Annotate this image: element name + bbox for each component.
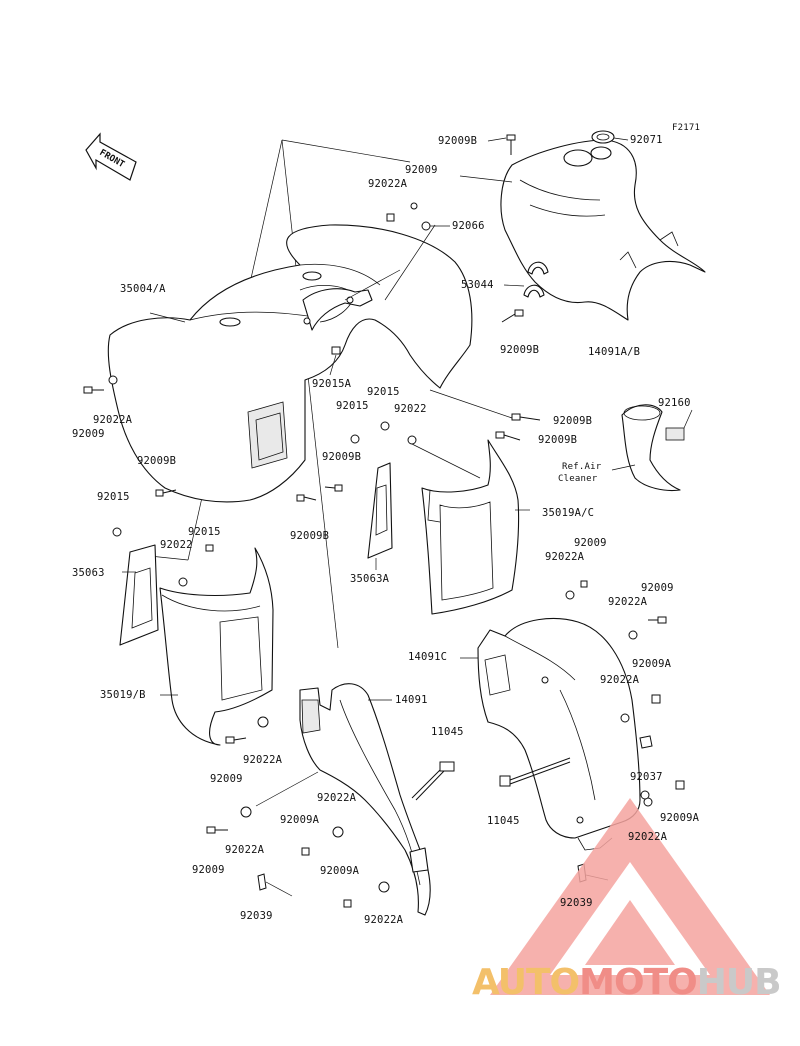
part-label: 92022A (545, 551, 585, 563)
part-label: 35004/A (120, 283, 166, 295)
front-arrow-icon: FRONT (85, 132, 137, 181)
part-label: 92015 (367, 386, 400, 398)
part-label: 92022A (628, 831, 668, 843)
part-label: 92009 (192, 864, 225, 876)
part-label: 92022A (243, 754, 283, 766)
part-label: 35063 (72, 567, 105, 579)
part-label: 92009B (322, 451, 362, 463)
bolt-part (206, 716, 390, 908)
clip-part (421, 221, 450, 231)
grommet-part (591, 130, 629, 144)
nut-part (178, 544, 214, 587)
part-label: 92039 (240, 910, 273, 922)
part-label: 35063A (350, 573, 390, 585)
part-label: 53044 (461, 279, 494, 291)
part-label: 92015 (336, 400, 369, 412)
band-part (503, 261, 549, 298)
part-label: 92160 (658, 397, 691, 409)
part-label: 92009B (500, 344, 540, 356)
part-label: 92009A (280, 814, 320, 826)
part-label: 92071 (630, 134, 663, 146)
tank-cover-part (459, 139, 706, 321)
watermark-logo-icon (490, 798, 770, 995)
watermark-text: AUTOMOTOHUB (472, 962, 782, 1003)
part-label: 92009 (641, 582, 674, 594)
bolt-part (429, 389, 541, 441)
part-label: 92009B (553, 415, 593, 427)
part-label: 92066 (452, 220, 485, 232)
part-label: 92015A (312, 378, 352, 390)
part-label: 92039 (560, 897, 593, 909)
part-label: 92022A (368, 178, 408, 190)
watermark-hub: HUB (696, 962, 782, 1003)
nut-part (350, 421, 481, 479)
part-label: 14091 (395, 694, 428, 706)
part-label: 11045 (431, 726, 464, 738)
bracket-part (367, 462, 393, 570)
part-label: 14091A/B (588, 346, 641, 358)
bolt-part (487, 134, 516, 155)
part-label: 92009 (405, 164, 438, 176)
part-label: 92022 (160, 539, 193, 551)
part-label: 92022A (608, 596, 648, 608)
bolt-part (83, 375, 118, 394)
part-label: 92022 (394, 403, 427, 415)
clip-part (329, 346, 341, 376)
mudflap-part (159, 547, 274, 746)
part-label: 92037 (630, 771, 663, 783)
part-label: 92009 (72, 428, 105, 440)
part-label: 92015 (97, 491, 130, 503)
part-label: 92022A (317, 792, 357, 804)
part-label: 35019A/C (542, 507, 595, 519)
part-label: 92015 (188, 526, 221, 538)
part-label: Ref.Air (562, 462, 602, 472)
part-label: 92022A (93, 414, 133, 426)
watermark-moto: MOTO (579, 962, 698, 1003)
part-label: 92009B (538, 434, 578, 446)
part-label: 92009A (632, 658, 672, 670)
part-label: 92009B (438, 135, 478, 147)
front-fender-part (107, 224, 473, 503)
part-label: 92009A (320, 865, 360, 877)
part-label: Cleaner (558, 474, 598, 484)
bracket-part (119, 544, 159, 646)
bolt-part (386, 202, 418, 222)
bolt-part (565, 580, 685, 807)
part-label: 92022A (364, 914, 404, 926)
part-label: 92022A (225, 844, 265, 856)
part-label: 92009 (210, 773, 243, 785)
part-label: 92009B (137, 455, 177, 467)
part-label: 92009B (290, 530, 330, 542)
bolt-part (501, 309, 524, 323)
part-label: 14091C (408, 651, 448, 663)
watermark-auto: AUTO (472, 962, 580, 1003)
figure-code: F2171 (672, 123, 701, 133)
bolt-part (112, 484, 343, 537)
air-cleaner-duct-part (611, 404, 693, 492)
part-label: 11045 (487, 815, 520, 827)
part-label: 92009 (574, 537, 607, 549)
part-label: 92022A (600, 674, 640, 686)
mudflap-part (421, 439, 530, 615)
bolt-part (411, 757, 571, 801)
inner-fender-part (299, 683, 431, 916)
part-label: 92009A (660, 812, 700, 824)
part-label: 35019/B (100, 689, 146, 701)
